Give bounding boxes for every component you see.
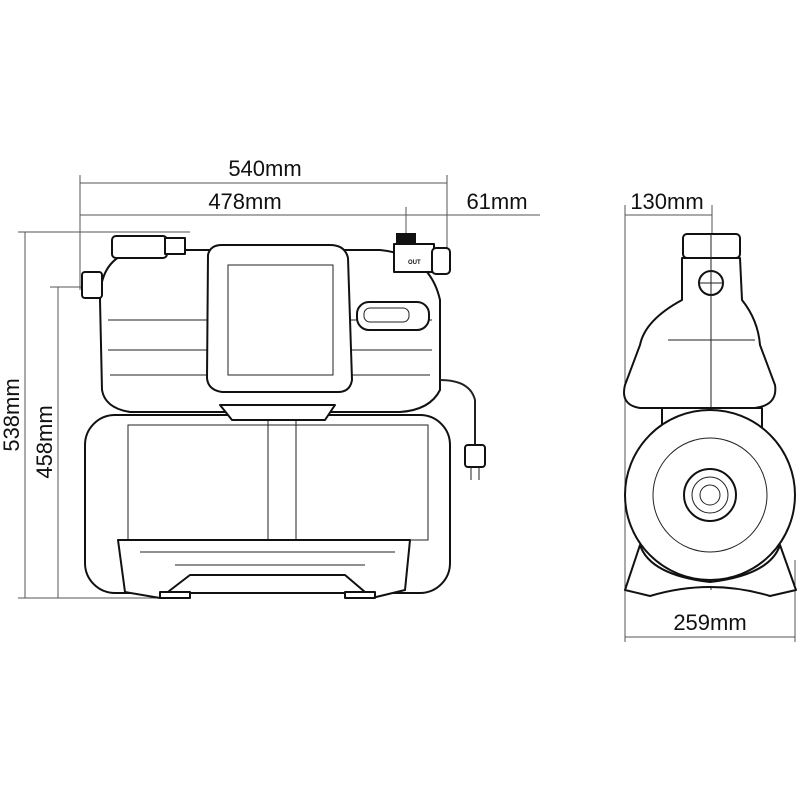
- label-540mm: 540mm: [228, 156, 301, 181]
- power-cord: [439, 379, 476, 445]
- label-130mm: 130mm: [630, 189, 703, 214]
- label-478mm: 478mm: [208, 189, 281, 214]
- outlet-connector: [431, 247, 451, 275]
- label-61mm: 61mm: [466, 189, 527, 214]
- side-inlet: [81, 271, 103, 299]
- power-plug: [464, 444, 486, 468]
- outlet-cap: [396, 233, 416, 244]
- label-538mm: 538mm: [0, 378, 24, 451]
- outlet-label: OUT: [408, 260, 421, 266]
- pump-front-view: OUT: [81, 233, 486, 599]
- pump-side-view: [623, 233, 797, 597]
- label-259mm: 259mm: [673, 610, 746, 635]
- base-handle: [117, 539, 411, 599]
- carry-handle: [206, 244, 353, 393]
- inlet-cap: [111, 235, 168, 259]
- side-base-feet: [624, 544, 797, 597]
- label-458mm: 458mm: [32, 405, 57, 478]
- dimension-lines: [18, 175, 796, 642]
- control-panel: [356, 301, 430, 331]
